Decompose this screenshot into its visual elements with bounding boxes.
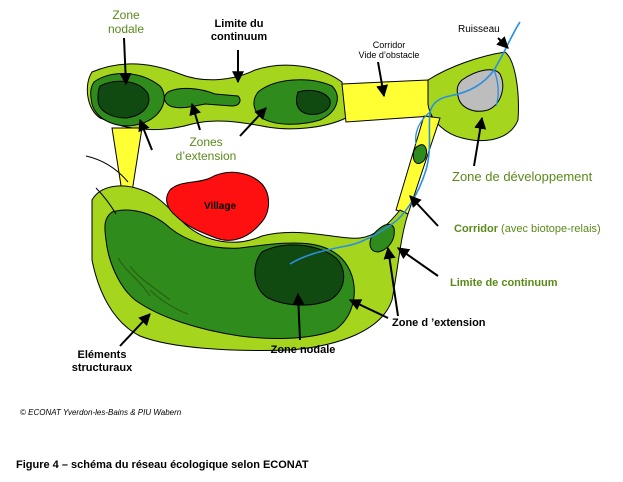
label-zone-extension-bottom: Zone d ’extension — [392, 317, 486, 329]
label-village: Village — [203, 201, 237, 212]
label-elements-structuraux: Eléments structuraux — [71, 349, 133, 374]
label-zone-nodale-top: Zone nodale — [107, 8, 145, 36]
structural-element-left-lines — [85, 155, 129, 215]
arrow-corridor-biotope — [409, 195, 439, 227]
arrow-corridor-vide — [376, 61, 389, 98]
corridor-left-vertical — [111, 127, 143, 193]
zone-developpement-grey — [456, 69, 504, 112]
label-corridor-biotope-main: Corridor — [454, 223, 498, 235]
arrow-ruisseau — [496, 36, 509, 49]
arrow-left-corridor — [138, 118, 153, 151]
corridor-vide-obstacle — [341, 79, 433, 123]
label-zone-developpement: Zone de développement — [452, 169, 593, 184]
label-corridor-biotope-sub: (avec biotope-relais) — [498, 223, 601, 235]
zone-nodale-bottom-core — [254, 244, 345, 306]
arrow-limite-continuum-right — [397, 247, 439, 277]
zone-extension-bottom — [104, 209, 355, 339]
arrow-zones-extension-1 — [189, 102, 201, 131]
ruisseau-stream — [289, 21, 521, 265]
arrow-zone-extension-bottom-1 — [383, 246, 399, 317]
label-zone-nodale-bottom: Zone nodale — [270, 344, 336, 356]
structural-elements-lines — [117, 257, 189, 315]
figure-caption: Figure 4 – schéma du réseau écologique s… — [16, 459, 309, 471]
arrow-zone-developpement — [473, 116, 487, 167]
arrow-zone-nodale-top — [119, 37, 132, 86]
zone-nodale-top-core — [97, 80, 150, 119]
arrow-zone-nodale-bottom — [292, 292, 305, 341]
arrow-elements-structuraux — [119, 313, 151, 347]
biotope-relais-bottom — [369, 223, 395, 253]
label-corridor-biotope: Corridor (avec biotope-relais) — [454, 223, 601, 236]
label-zones-extension: Zones d’extension — [175, 135, 237, 163]
corridor-right-diagonal — [395, 115, 441, 215]
copyright-text: © ECONAT Yverdon-les-Bains & PIU Wabern — [20, 408, 182, 417]
label-limite-continuum-top: Limite du continuum — [210, 18, 268, 43]
arrow-zone-extension-bottom-2 — [348, 299, 389, 319]
zone-extension-top-right-core — [295, 89, 331, 115]
village-area — [166, 171, 269, 241]
ruisseau-branch — [414, 69, 499, 145]
label-ruisseau: Ruisseau — [458, 24, 500, 35]
label-corridor-vide: Corridor Vide d’obstacle — [358, 40, 420, 61]
label-limite-continuum-right: Limite de continuum — [450, 277, 558, 289]
biotope-relais-top — [412, 144, 427, 164]
zone-extension-top-middle — [164, 87, 241, 109]
arrow-zones-extension-2 — [239, 107, 267, 137]
